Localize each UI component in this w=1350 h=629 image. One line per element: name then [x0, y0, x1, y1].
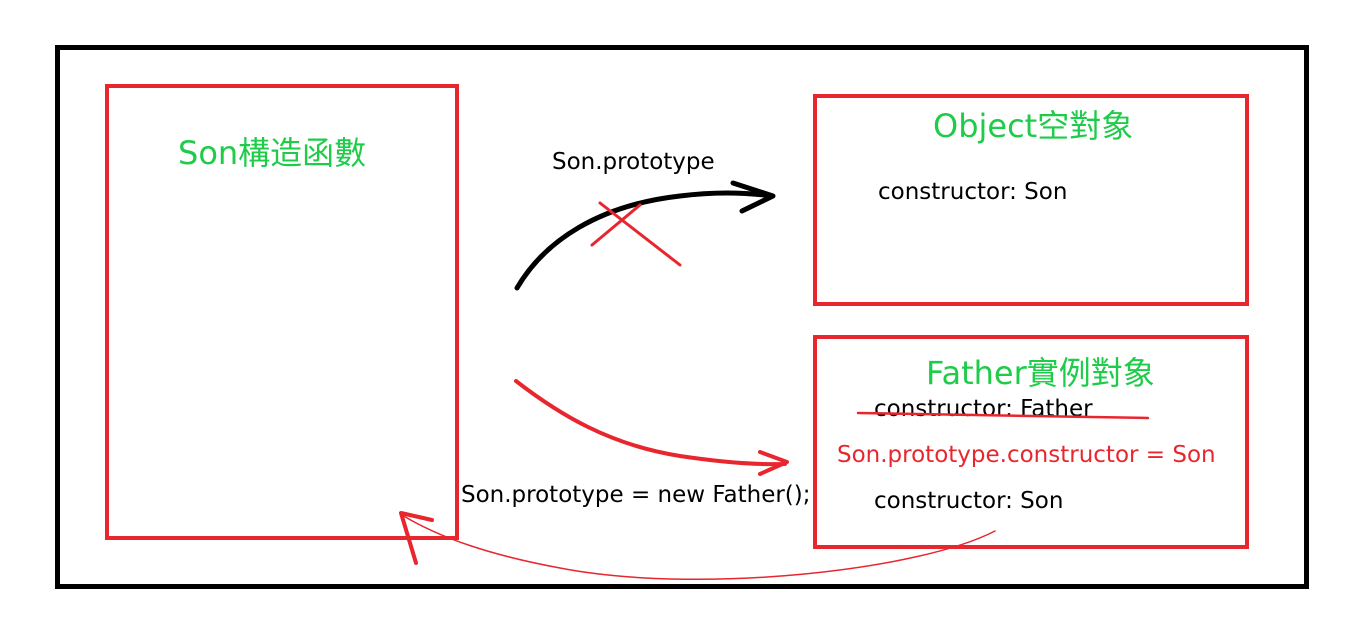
constructor-fix-code: Son.prototype.constructor = Son [837, 442, 1216, 468]
object-constructor-line: constructor: Son [878, 179, 1068, 205]
object-empty-title: Object空對象 [933, 107, 1134, 145]
new-prototype-label: Son.prototype = new Father(); [461, 482, 811, 508]
son-constructor-title: Son構造函數 [178, 134, 367, 172]
son-constructor-box [105, 84, 459, 540]
object-empty-box [813, 94, 1249, 306]
outer-frame [55, 45, 1309, 589]
old-prototype-label: Son.prototype [552, 149, 715, 175]
father-struck-constructor-line: constructor: Father [874, 396, 1093, 422]
father-constructor-line: constructor: Son [874, 488, 1064, 514]
father-instance-title: Father實例對象 [926, 354, 1155, 392]
father-instance-box [813, 335, 1249, 549]
